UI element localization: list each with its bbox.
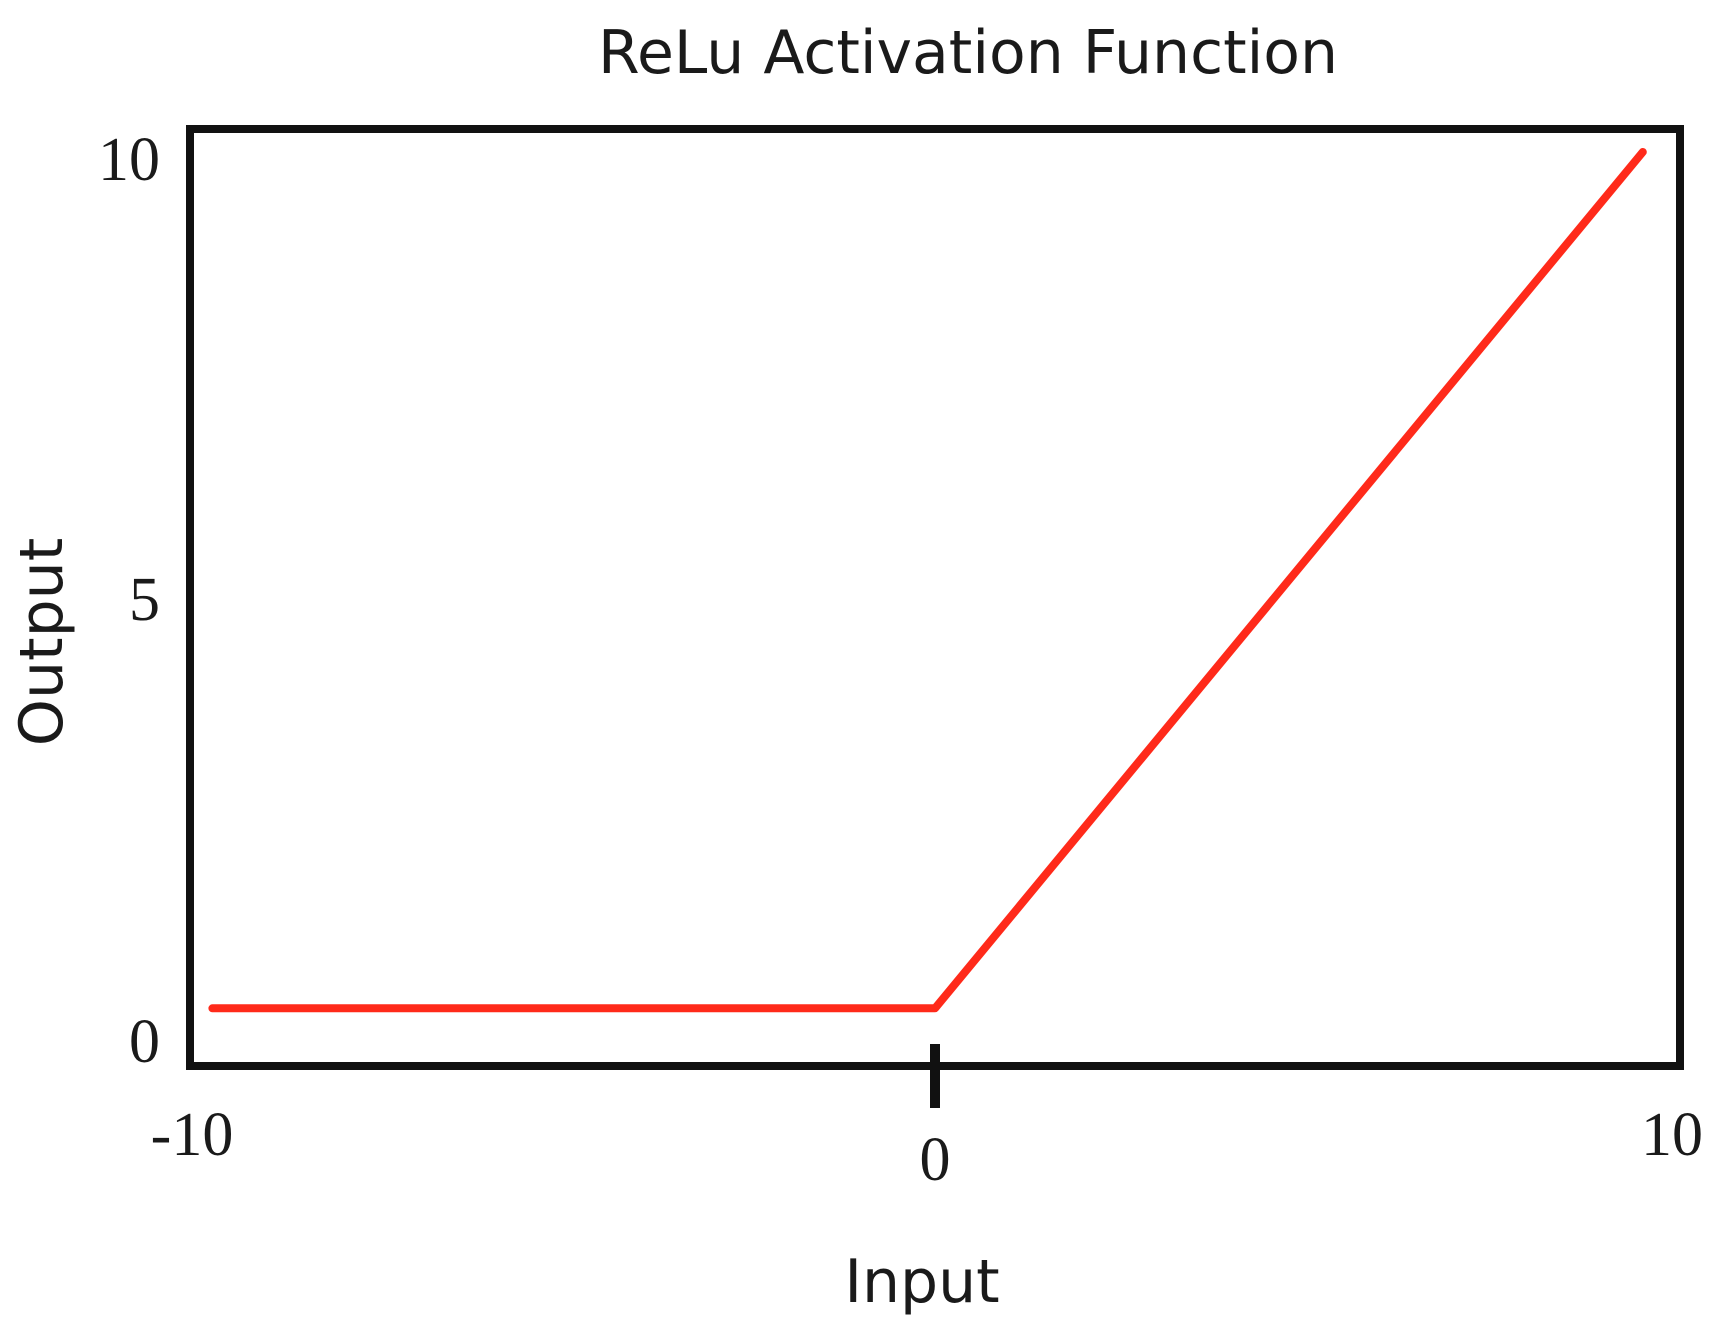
relu-line — [208, 148, 1647, 1013]
y-tick-label: 0 — [129, 1008, 160, 1076]
chart-title: ReLu Activation Function — [598, 18, 1338, 88]
y-tick-label: 10 — [98, 126, 160, 194]
x-tick-label: 0 — [920, 1126, 951, 1194]
plot-frame — [186, 125, 1684, 1070]
y-tick-label: 5 — [129, 566, 160, 634]
x-axis-label: Input — [844, 1247, 999, 1317]
x-tick-label: 10 — [1641, 1101, 1703, 1169]
y-axis-label: Output — [7, 538, 77, 746]
series-layer — [208, 148, 1647, 1013]
tick-layer: -10 0 10 0 5 10 — [98, 126, 1703, 1194]
x-tick-label: -10 — [151, 1101, 234, 1169]
